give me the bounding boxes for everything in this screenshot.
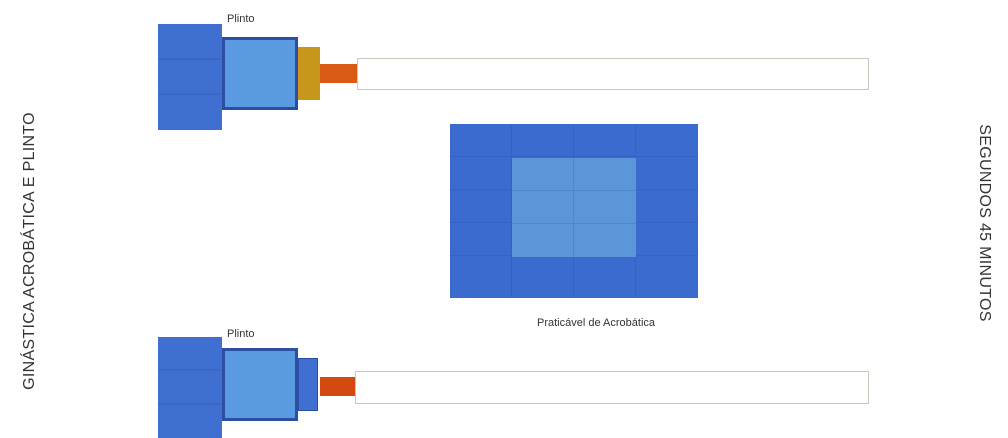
top-plinto-back-block <box>158 24 222 130</box>
top-plinto-label: Plinto <box>227 13 255 25</box>
bottom-springboard <box>298 358 318 411</box>
top-plinto-box <box>222 37 298 110</box>
bottom-plinto-back-block <box>158 337 222 438</box>
left-side-title: GINÁSTICA ACROBÁTICA E PLINTO <box>21 112 38 390</box>
right-side-title: SEGUNDOS 45 MINUTOS <box>976 124 993 322</box>
bottom-runway <box>355 371 869 404</box>
acrobatic-mat <box>450 124 698 298</box>
bottom-plinto-box <box>222 348 298 421</box>
mat-center-area <box>512 158 636 257</box>
top-runway <box>357 58 869 90</box>
bottom-plinto-label: Plinto <box>227 328 255 340</box>
top-takeoff-board <box>320 64 357 83</box>
mat-label: Praticável de Acrobática <box>537 317 656 329</box>
top-springboard <box>298 47 320 100</box>
bottom-takeoff-board <box>320 377 357 396</box>
